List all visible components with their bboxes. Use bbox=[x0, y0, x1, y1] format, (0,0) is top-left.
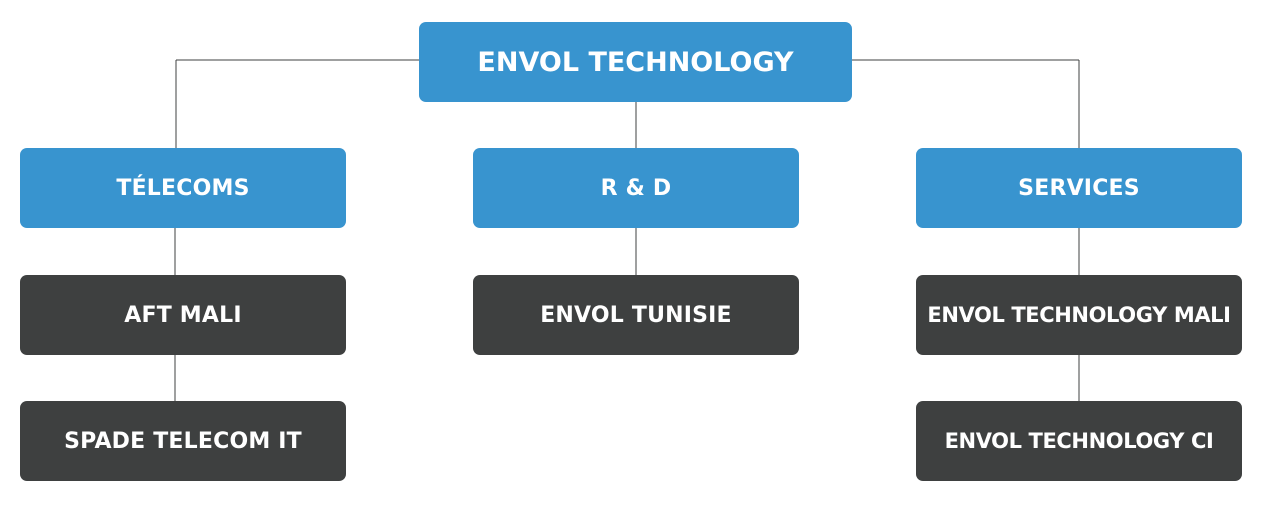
node-root-label: ENVOL TECHNOLOGY bbox=[477, 46, 794, 78]
node-rd: R & D bbox=[473, 148, 799, 228]
node-rd-label: R & D bbox=[600, 175, 672, 201]
node-services: SERVICES bbox=[916, 148, 1242, 228]
node-spade-telecom-it-label: SPADE TELECOM IT bbox=[64, 428, 302, 454]
node-envol-technology-mali: ENVOL TECHNOLOGY MALI bbox=[916, 275, 1242, 355]
node-envol-technology-ci: ENVOL TECHNOLOGY CI bbox=[916, 401, 1242, 481]
node-envol-tunisie: ENVOL TUNISIE bbox=[473, 275, 799, 355]
node-telecoms-label: TÉLECOMS bbox=[116, 175, 250, 201]
node-envol-technology-mali-label: ENVOL TECHNOLOGY MALI bbox=[927, 303, 1231, 327]
node-aft-mali-label: AFT MALI bbox=[124, 302, 242, 328]
node-telecoms: TÉLECOMS bbox=[20, 148, 346, 228]
node-services-label: SERVICES bbox=[1018, 175, 1140, 201]
node-root: ENVOL TECHNOLOGY bbox=[419, 22, 852, 102]
node-envol-technology-ci-label: ENVOL TECHNOLOGY CI bbox=[944, 429, 1214, 453]
node-envol-tunisie-label: ENVOL TUNISIE bbox=[540, 302, 732, 328]
node-aft-mali: AFT MALI bbox=[20, 275, 346, 355]
node-spade-telecom-it: SPADE TELECOM IT bbox=[20, 401, 346, 481]
